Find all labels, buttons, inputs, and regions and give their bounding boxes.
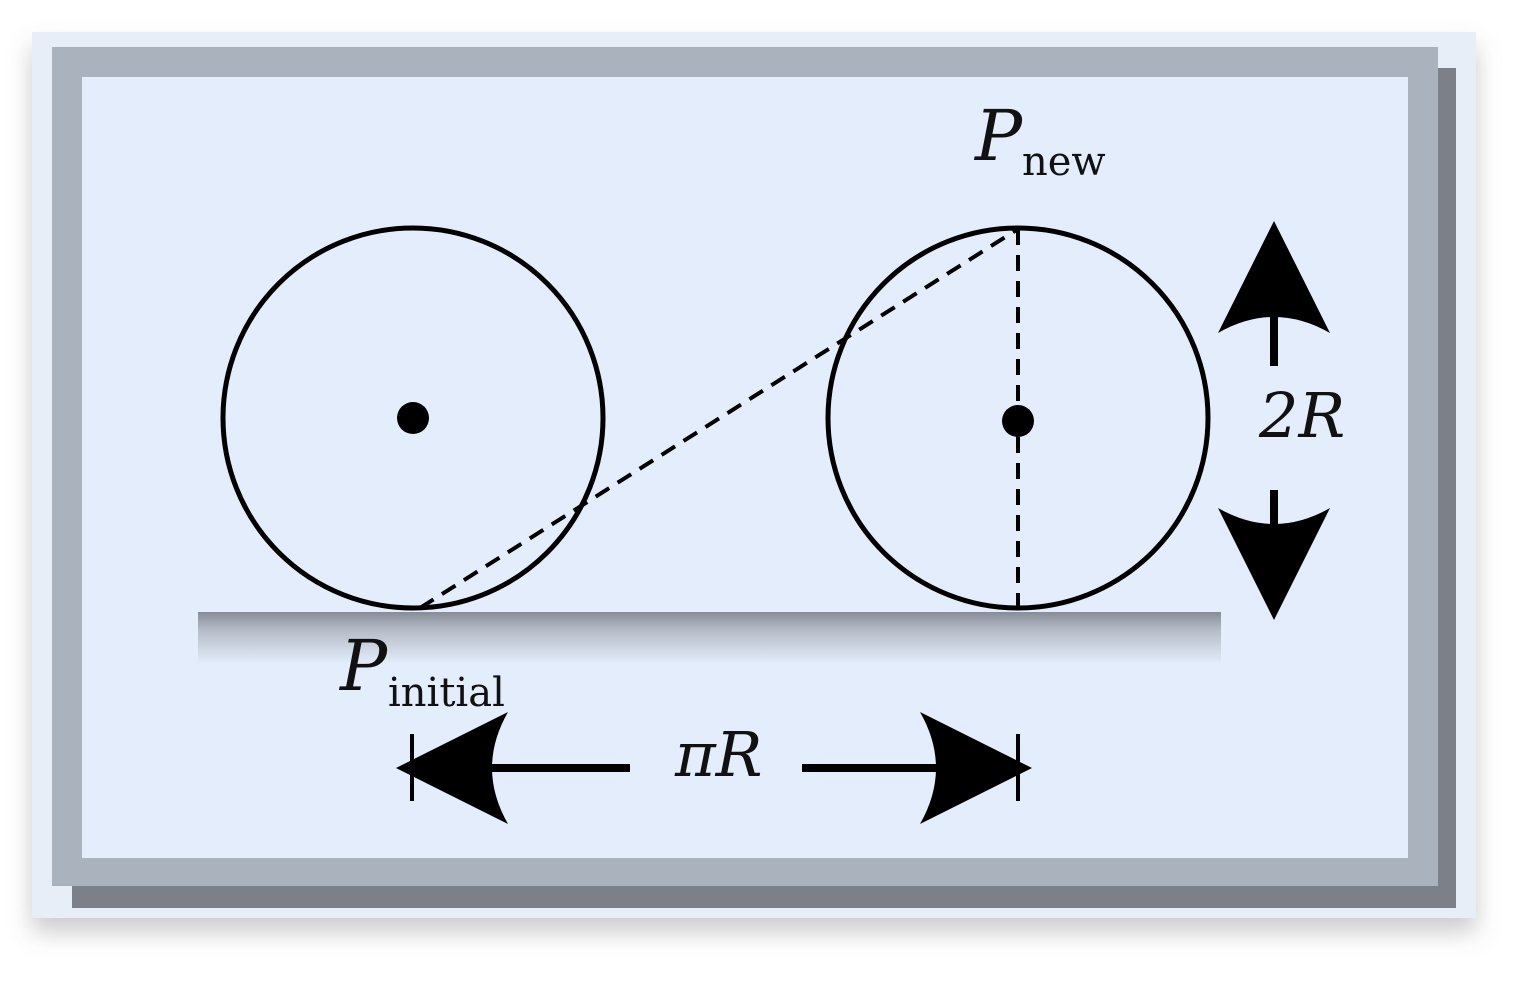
p-initial-symbol: P — [338, 625, 389, 707]
initial-wheel — [220, 225, 606, 611]
new-wheel-center — [1002, 405, 1034, 437]
initial-wheel-center — [397, 402, 429, 434]
p-new-subscript: new — [1022, 139, 1106, 185]
p-new-symbol: P — [973, 95, 1024, 177]
p-initial-subscript: initial — [388, 670, 505, 716]
ground-surface — [198, 612, 1221, 664]
height-label: 2R — [1258, 379, 1345, 452]
distance-label: πR — [674, 718, 762, 791]
diagram-canvas — [82, 77, 1408, 858]
new-wheel — [825, 225, 1211, 611]
chord-line — [418, 227, 1020, 610]
